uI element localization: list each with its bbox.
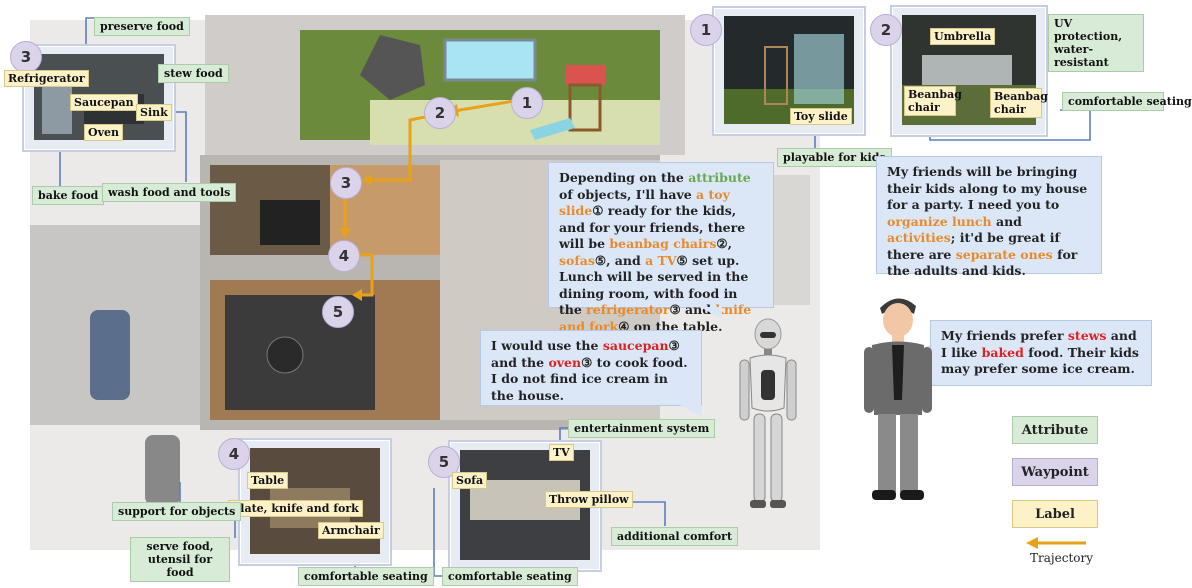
stew-food-attribute: stew food <box>158 64 229 83</box>
legend-waypoint: Waypoint <box>1012 458 1098 486</box>
entertainment-system-attribute: entertainment system <box>568 419 716 438</box>
throw-pillow-label: Throw pillow <box>545 491 633 508</box>
waypoint-3-marker: 3 <box>330 167 362 199</box>
plate-knife-fork-label: Plate, knife and fork <box>228 500 363 517</box>
playable-for-kids-attribute: playable for kids <box>777 148 892 167</box>
legend-trajectory-arrow <box>1026 537 1086 549</box>
panel-5-number: 5 <box>428 446 460 478</box>
bake-food-attribute: bake food <box>32 186 105 205</box>
user-preference-bubble: My friends prefer stews and I like baked… <box>930 320 1152 386</box>
panel-3-number: 3 <box>10 41 42 73</box>
refrigerator-label: Refrigerator <box>4 70 89 87</box>
person-figure <box>864 298 932 500</box>
comfortable-seating-attribute-4: comfortable seating <box>298 567 434 586</box>
waypoint-4-marker: 4 <box>328 240 360 272</box>
robot-figure <box>739 318 797 508</box>
sofa-label: Sofa <box>452 472 488 489</box>
umbrella-label: Umbrella <box>930 28 996 45</box>
comfortable-seating-attribute-5: comfortable seating <box>442 567 578 586</box>
panel-4-number: 4 <box>218 438 250 470</box>
user-request-bubble: My friends will be bringing their kids a… <box>876 156 1102 278</box>
waypoint-5-marker: 5 <box>322 296 354 328</box>
toy-slide-photo-panel <box>712 6 866 136</box>
preserve-food-attribute: preserve food <box>94 17 190 36</box>
legend-attribute: Attribute <box>1012 416 1098 444</box>
serve-food-attribute: serve food, utensil for food <box>130 537 230 582</box>
beanbag-chair-label-1: Beanbag chair <box>904 86 962 116</box>
additional-comfort-attribute: additional comfort <box>611 527 739 546</box>
armchair-label: Armchair <box>318 522 384 539</box>
table-label: Table <box>247 472 289 489</box>
toy-slide-label: Toy slide <box>790 108 852 125</box>
legend-trajectory-text: Trajectory <box>1030 551 1093 565</box>
saucepan-label: Saucepan <box>70 94 138 111</box>
robot-cooking-bubble: I would use the saucepan③ and the oven③ … <box>480 330 702 406</box>
beanbag-chair-label-2: Beanbag chair <box>990 88 1048 118</box>
living-room-photo <box>460 450 590 560</box>
uv-protection-attribute: UV protection, water-resistant <box>1048 14 1144 72</box>
waypoint-1-marker: 1 <box>511 87 543 119</box>
panel-1-number: 1 <box>690 14 722 46</box>
waypoint-2-marker: 2 <box>424 97 456 129</box>
legend-label: Label <box>1012 500 1098 528</box>
wash-food-attribute: wash food and tools <box>102 183 237 202</box>
sink-label: Sink <box>136 104 172 121</box>
tv-label: TV <box>549 444 574 461</box>
toy-slide-photo <box>724 16 854 124</box>
oven-label: Oven <box>84 124 123 141</box>
robot-plan-bubble: Depending on the attribute of objects, I… <box>548 162 774 334</box>
panel-2-number: 2 <box>870 14 902 46</box>
support-for-objects-attribute: support for objects <box>112 502 242 521</box>
comfortable-seating-attribute-2: comfortable seating <box>1062 92 1192 111</box>
